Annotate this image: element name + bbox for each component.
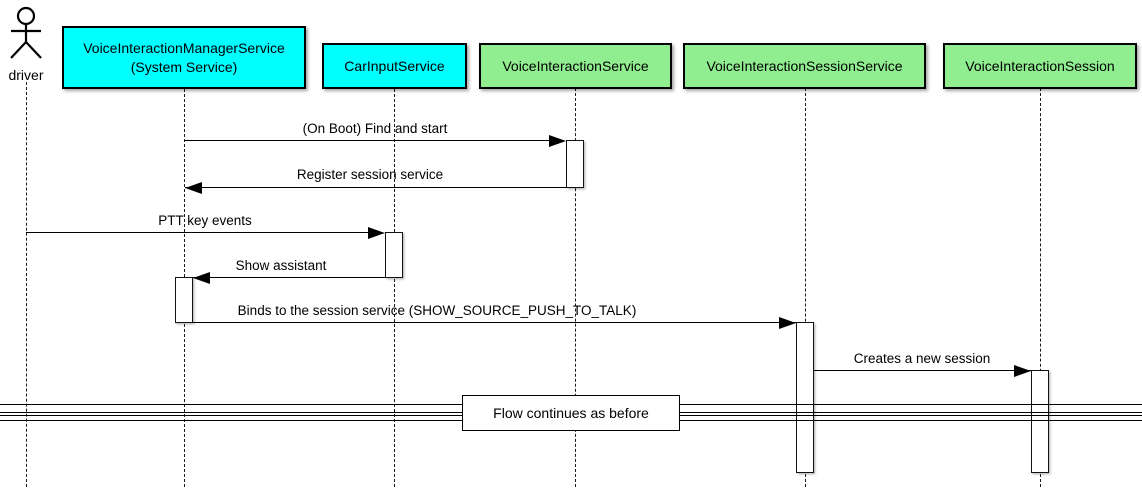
- message-arrow-2: [185, 187, 566, 188]
- participant-carinputservice: CarInputService: [322, 43, 467, 89]
- actor-driver: driver: [0, 5, 52, 83]
- participant-voiceinteractionservice: VoiceInteractionService: [479, 43, 672, 89]
- actor-icon: [10, 6, 42, 59]
- message-arrow-6: [814, 370, 1031, 371]
- message-arrow-4: [193, 277, 385, 278]
- lifeline-voiceinteractionservice: [575, 88, 576, 487]
- lifeline-carinputservice: [394, 89, 395, 487]
- lifeline-driver: [26, 82, 27, 487]
- message-label-2: Register session service: [296, 167, 444, 182]
- activation-voiceinteractionservice: [566, 140, 584, 188]
- participant-label: CarInputService: [344, 57, 445, 74]
- lifeline-voiceinteractionsessionservice: [805, 88, 806, 487]
- arrowhead-right-icon: [1014, 365, 1031, 377]
- arrowhead-right-icon: [549, 135, 566, 147]
- divider-label: Flow continues as before: [493, 405, 649, 421]
- message-arrow-5: [193, 322, 796, 323]
- message-arrow-3: [26, 232, 369, 233]
- activation-carinputservice: [385, 232, 403, 278]
- message-label-6: Creates a new session: [853, 351, 991, 366]
- arrowhead-right-icon: [779, 317, 796, 329]
- participant-sublabel: (System Service): [130, 58, 238, 75]
- arrowhead-left-icon: [185, 182, 202, 194]
- message-label-3: PTT key events: [158, 213, 252, 228]
- message-label-5: Binds to the session service (SHOW_SOURC…: [237, 303, 637, 318]
- participant-label: VoiceInteractionSessionService: [706, 57, 903, 74]
- divider-label-box: Flow continues as before: [462, 395, 680, 431]
- participant-voiceinteractionmanagerservice: VoiceInteractionManagerService (System S…: [62, 26, 306, 89]
- activation-voiceinteractionsessionservice: [796, 322, 814, 473]
- participant-label: VoiceInteractionManagerService: [83, 39, 285, 56]
- activation-voiceinteractionsession: [1031, 370, 1049, 473]
- message-label-1: (On Boot) Find and start: [302, 121, 448, 136]
- participant-voiceinteractionsession: VoiceInteractionSession: [943, 43, 1137, 89]
- arrowhead-left-icon: [193, 272, 210, 284]
- message-arrow-1: [184, 140, 550, 141]
- participant-label: VoiceInteractionService: [502, 57, 649, 74]
- arrowhead-right-icon: [368, 227, 385, 239]
- lifeline-voiceinteractionsession: [1040, 88, 1041, 487]
- message-label-4: Show assistant: [235, 258, 327, 273]
- participant-label: VoiceInteractionSession: [965, 57, 1115, 74]
- activation-voiceinteractionmanagerservice: [175, 277, 193, 323]
- actor-label: driver: [8, 67, 44, 83]
- participant-voiceinteractionsessionservice: VoiceInteractionSessionService: [683, 43, 926, 89]
